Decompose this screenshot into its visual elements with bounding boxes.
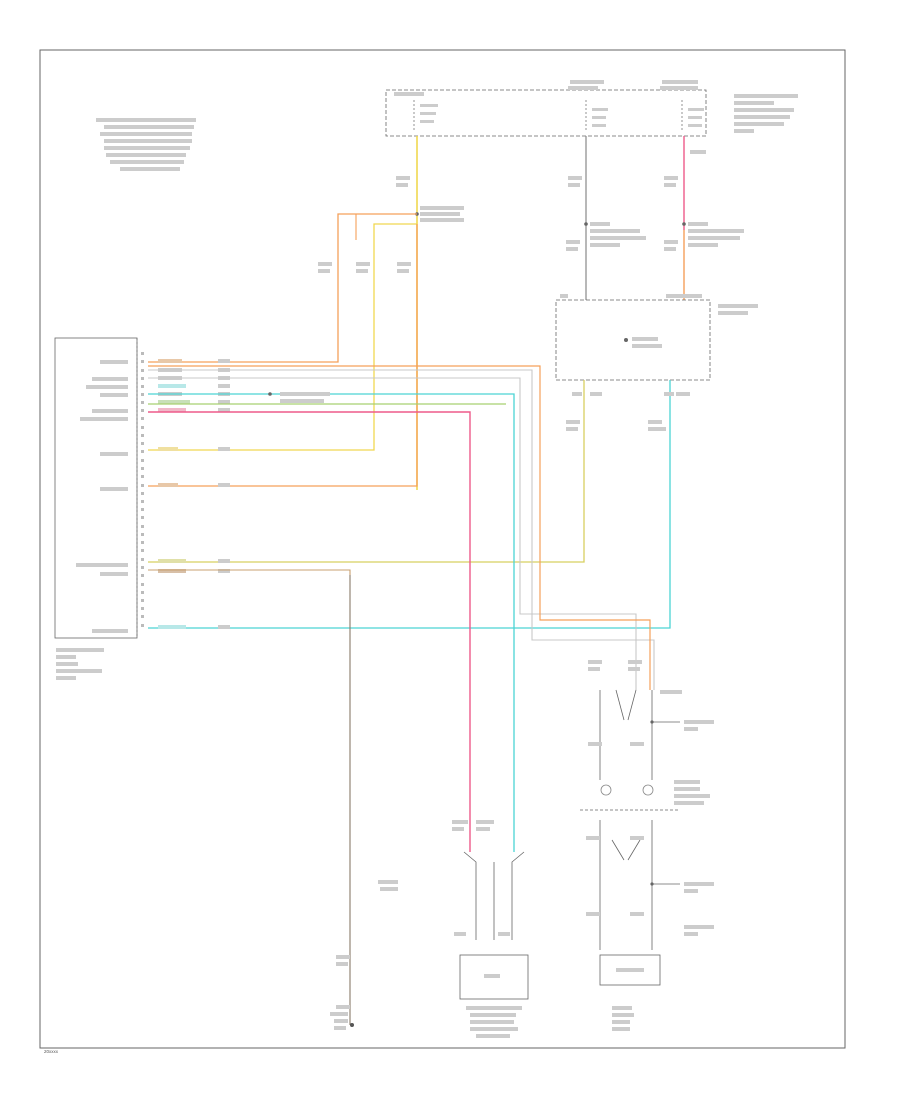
ground-point [330, 955, 354, 1030]
passenger-airbag-module [452, 820, 529, 1038]
fuse-1 [413, 100, 438, 132]
wire-orange-branch-1 [148, 213, 417, 363]
wire-black-cluster-to-module [148, 380, 585, 563]
footer-code: 20xxxx [44, 1049, 59, 1054]
wire-black-fuse-2 [566, 136, 646, 300]
wire-yellow-branch-2 [148, 223, 417, 451]
wire-labels-vertical [318, 262, 411, 273]
wire-yellow-main [396, 136, 464, 490]
diagnostic-connector-note [268, 392, 330, 403]
wire-tan-pin-diag [148, 569, 351, 1025]
ground-icon [350, 1023, 354, 1027]
wire-pink-pin-7 [148, 411, 471, 852]
diagram-frame [39, 49, 846, 1049]
wire-cyan-cluster-to-module [148, 380, 671, 629]
module-pin-numbers [141, 352, 144, 627]
instrument-cluster [555, 294, 758, 381]
wire-orange-branch-3 [148, 224, 418, 487]
restraint-control-module [54, 337, 138, 680]
wire-gray-pin-4 [148, 377, 637, 690]
wire-pink-fuse-3 [664, 136, 744, 300]
wire-gray-pin-3 [148, 369, 655, 690]
driver-airbag-module [580, 660, 714, 1031]
wire-cyan-pin-5 [148, 393, 515, 852]
note-block-top-left [96, 118, 196, 171]
wire-orange-pin-2 [148, 365, 651, 690]
fuse-3 [681, 100, 704, 132]
fuse-box [385, 80, 798, 137]
airbag-indicator-icon [624, 338, 628, 342]
module-wire-labels [158, 359, 230, 629]
fuse-2 [585, 100, 608, 132]
